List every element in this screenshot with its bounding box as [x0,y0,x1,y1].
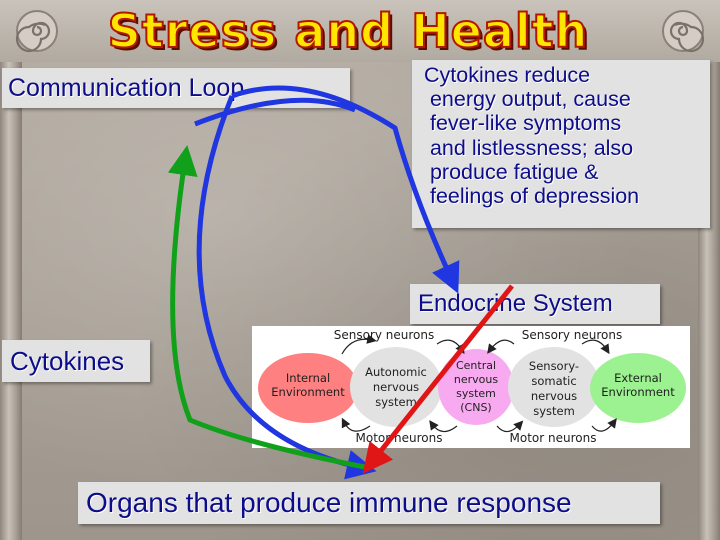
motor-arrow-cns-right [496,420,524,433]
somatic-node [508,347,600,427]
blue-arrow-to-endocrine [231,85,460,294]
organs-label: Organs that produce immune response [78,482,660,524]
left-pillar [0,62,22,540]
motor-arrow-left [341,417,371,432]
sensory-neurons-right-label: Sensory neurons [521,328,623,342]
motor-neurons-right-label: Motor neurons [509,431,597,445]
external-environment-label: External Environment [601,371,675,399]
external-environment-node [590,353,686,423]
sensory-arrow-left [341,334,377,355]
autonomic-label: Autonomic nervous system [365,365,427,409]
somatic-label: Sensory- somatic nervous system [528,359,580,418]
internal-environment-node [258,353,358,423]
cytokines-label: Cytokines [2,340,150,382]
sensory-neurons-left-label: Sensory neurons [333,328,435,342]
red-arrow-to-organs [362,284,514,474]
cytokines-effect-text: Cytokines reduce energy output, cause fe… [412,60,710,228]
blue-arrow-to-organs [196,95,377,480]
motor-arrow-right [591,418,617,432]
spiral-scroll-icon [15,10,58,53]
sensory-arrow-cns-right [487,339,515,354]
motor-arrow-cns-left [429,420,458,433]
nervous-system-diagram: Sensory neurons Sensory neurons Motor ne… [252,326,690,448]
cns-label: Central nervous system (CNS) [453,359,499,414]
green-arrow-to-brain [167,145,371,471]
slide-title: Stress and Health [107,3,589,59]
internal-environment-label: Internal Environment [271,371,345,399]
autonomic-node [350,347,442,427]
spiral-scroll-icon [662,10,705,53]
sensory-arrow-right [581,339,610,355]
blue-arrow-top [194,97,356,127]
header-frieze [0,0,720,62]
